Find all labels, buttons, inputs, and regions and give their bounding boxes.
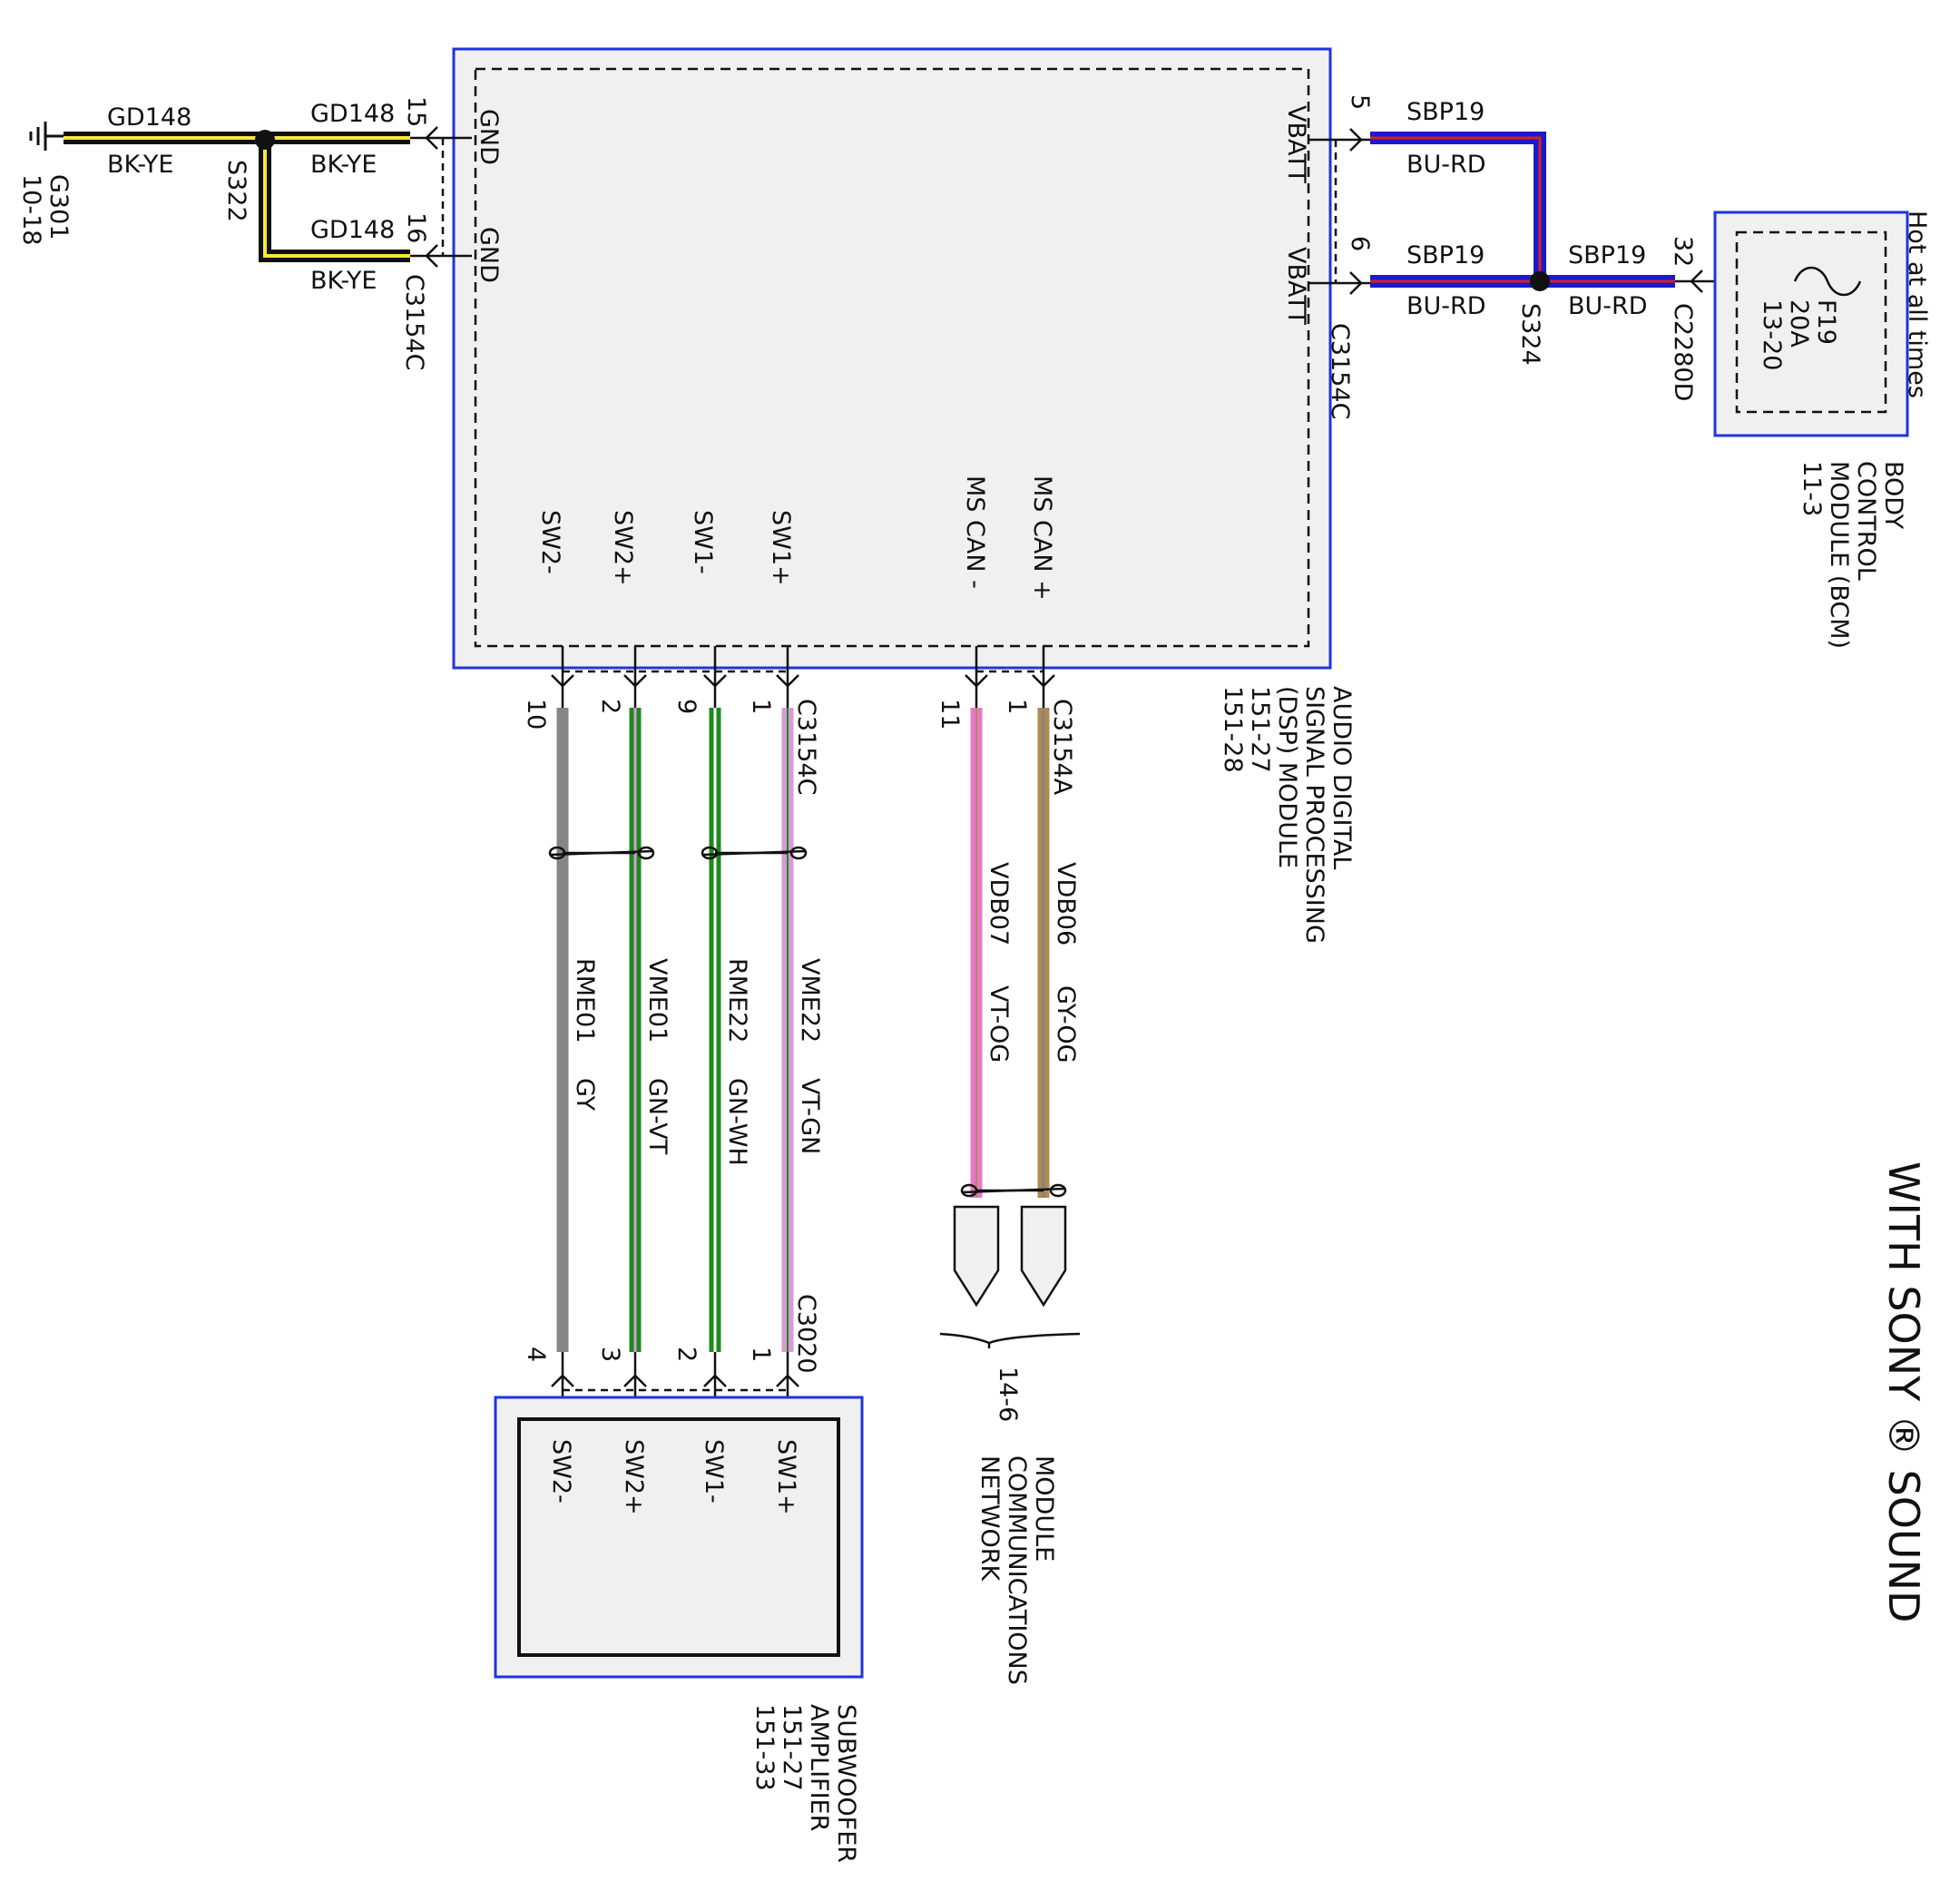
brace-icon [939, 1332, 1081, 1348]
wire-color: VT-OG [985, 985, 1013, 1063]
wire-color: GN-VT [643, 1078, 671, 1155]
wire-color: BU-RD [1406, 151, 1486, 179]
terminal-sw2-minus: SW2- [547, 1439, 575, 1504]
splice-s322-label: S322 [222, 160, 250, 222]
can-wires [970, 708, 1050, 1198]
pin-number: 11 [936, 699, 964, 730]
twisted-pair-icon [548, 846, 808, 860]
wire-circuit: RME01 [571, 958, 599, 1043]
dsp-module-label: AUDIO DIGITAL SIGNAL PROCESSING (DSP) MO… [1219, 686, 1356, 951]
twisted-pair-icon [960, 1183, 1067, 1198]
ground-label: G301 10-18 [17, 174, 73, 248]
wire-color: BU-RD [1406, 292, 1486, 320]
dsp-bottom-connectors [551, 646, 1055, 708]
connector-label: C3154C [1326, 323, 1354, 419]
fuse-label: F19 20A 13-20 [1758, 299, 1840, 370]
terminal-gnd: GND [475, 109, 503, 165]
splice-s324 [1530, 271, 1550, 291]
wire-color: BK-YE [310, 267, 377, 295]
terminal-vbatt: VBATT [1282, 247, 1310, 325]
pin-number: 1 [1003, 699, 1031, 714]
wire-color: GY-OG [1052, 985, 1080, 1063]
network-page: 14-6 [994, 1367, 1022, 1422]
network-label: MODULE COMMUNICATIONS NETWORK [975, 1455, 1058, 1692]
connector-label: C3154A [1048, 699, 1076, 796]
wire-circuit: VME01 [643, 958, 671, 1043]
pin-number: 15 [402, 96, 430, 127]
wire-circuit: VDB06 [1052, 862, 1080, 946]
terminal-sw1-plus: SW1+ [767, 510, 795, 586]
sw-wires [556, 708, 794, 1352]
pin-number: 3 [596, 1347, 624, 1362]
page-title: WITH SONY ® SOUND [1879, 1161, 1928, 1622]
pin-number: 10 [522, 699, 550, 730]
ground-symbol [29, 122, 64, 151]
ground-connector [410, 126, 472, 268]
wire-circuit: GD148 [107, 103, 191, 132]
connector-label: C3154C [792, 699, 820, 795]
ground-wires [64, 132, 410, 262]
terminal-sw2-plus: SW2+ [609, 510, 637, 586]
power-wires [1370, 132, 1675, 288]
connector-label: C2280D [1669, 303, 1697, 401]
wire-circuit: VME22 [796, 958, 824, 1043]
splice-s324-label: S324 [1516, 303, 1544, 366]
terminal-sw1-plus: SW1+ [772, 1439, 800, 1515]
pin-number: 1 [747, 699, 775, 714]
wire-circuit: GD148 [310, 216, 395, 244]
bcm-module [1713, 211, 1909, 437]
dsp-module [452, 47, 1332, 670]
hot-at-all-times-label: Hot at all times [1903, 211, 1931, 398]
terminal-sw1-minus: SW1- [689, 510, 717, 574]
pin-number: 5 [1346, 94, 1374, 110]
pin-number: 2 [672, 1347, 701, 1362]
wire-circuit: SBP19 [1406, 98, 1485, 126]
power-connector [1308, 128, 1370, 295]
terminal-ms-can-plus: MS CAN + [1028, 475, 1056, 601]
terminal-ms-can-minus: MS CAN - [961, 475, 989, 589]
wire-circuit: SBP19 [1406, 241, 1485, 269]
wire-color: VT-GN [796, 1078, 824, 1154]
wire-color: BK-YE [310, 151, 377, 179]
connector-label: C3020 [792, 1294, 820, 1374]
connector-label: C3154C [400, 274, 428, 370]
pin-number: 32 [1669, 236, 1697, 267]
wire-color: BU-RD [1568, 292, 1648, 320]
wire-circuit: GD148 [310, 100, 395, 128]
pin-number: 2 [596, 699, 624, 714]
bcm-label: BODY CONTROL MODULE (BCM) 11-3 [1798, 461, 1907, 657]
wire-circuit: RME22 [723, 958, 751, 1043]
wire-color: GN-WH [723, 1078, 751, 1166]
terminal-sw2-plus: SW2+ [620, 1439, 648, 1515]
terminal-sw2-minus: SW2- [536, 510, 564, 574]
fuse-icon [1793, 266, 1862, 297]
wire-color: BK-YE [107, 151, 174, 179]
wire-circuit: SBP19 [1568, 241, 1646, 269]
pin-number: 16 [402, 212, 430, 243]
subwoofer-amplifier-label: SUBWOOFER AMPLIFIER 151-27 151-33 [750, 1704, 860, 1871]
wire-color: GY [571, 1078, 599, 1112]
pin-number: 6 [1346, 236, 1374, 251]
terminal-sw1-minus: SW1- [700, 1439, 728, 1504]
terminal-vbatt: VBATT [1282, 105, 1310, 183]
pin-number: 1 [747, 1347, 775, 1362]
pin-number: 9 [672, 699, 701, 714]
subwoofer-amplifier [494, 1396, 864, 1679]
off-page-connector-icon [953, 1205, 1067, 1308]
wire-circuit: VDB07 [985, 862, 1013, 946]
splice-s322 [255, 130, 275, 150]
terminal-gnd: GND [475, 227, 503, 283]
pin-number: 4 [522, 1347, 550, 1362]
